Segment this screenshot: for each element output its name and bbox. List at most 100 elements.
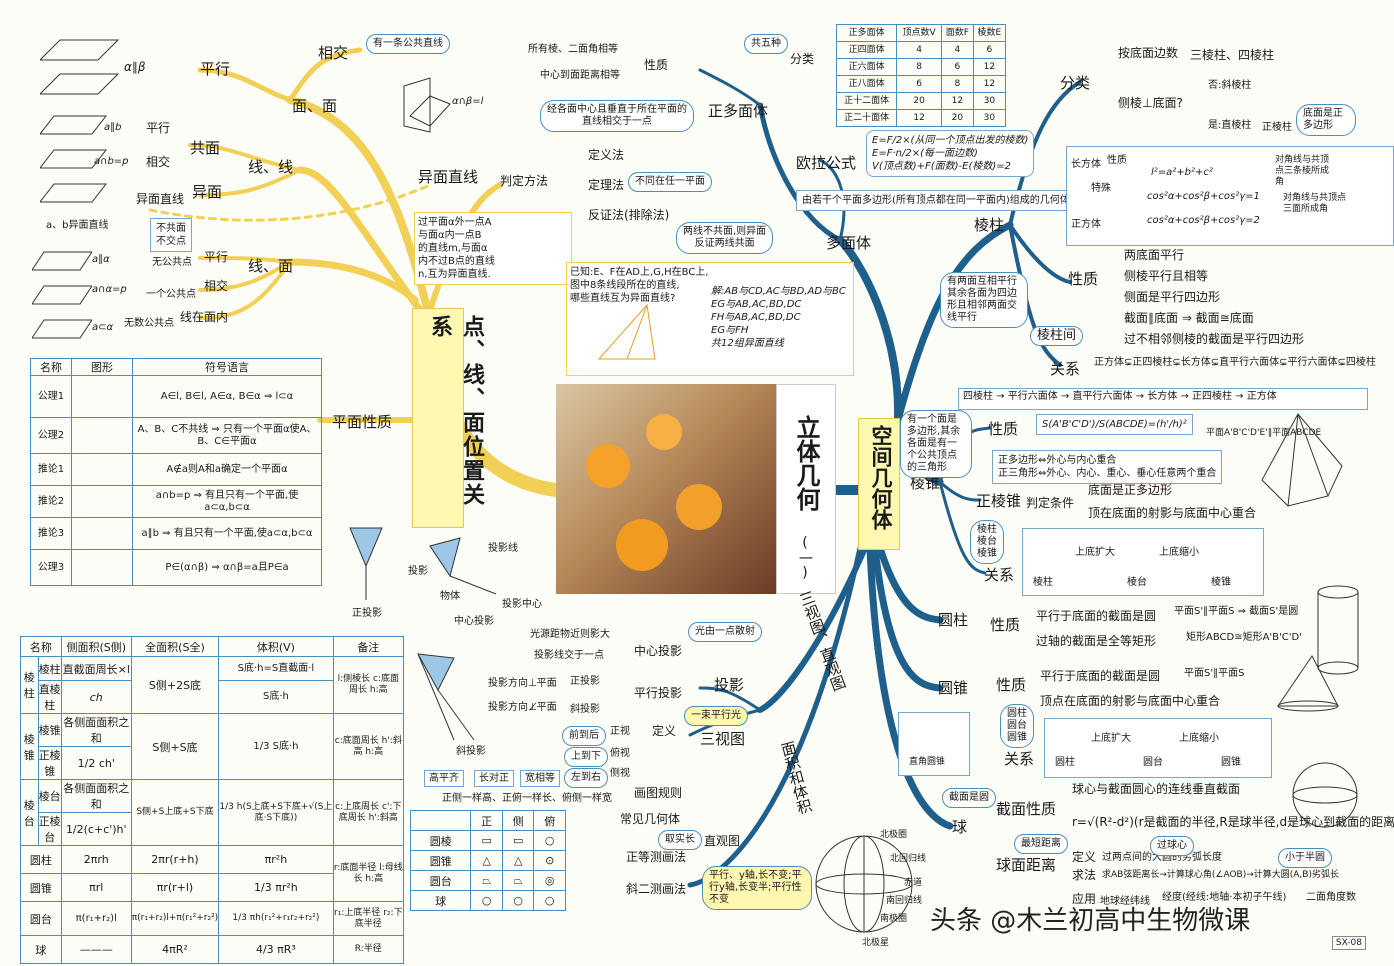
center-subtitle: (一)	[797, 535, 813, 581]
line-plane-figures	[32, 251, 92, 339]
less-half: 小于半圆	[1278, 848, 1332, 868]
plane-plane-label: 面、面	[292, 97, 338, 115]
parallel-p1: 投影方向⊥平面	[488, 678, 557, 689]
central-c2: 投影线交于一点	[534, 650, 604, 661]
watermark: 头条 @木兰初高中生物微课	[930, 906, 1251, 936]
sphere-def: 定义	[1072, 850, 1097, 864]
judge-method: 判定方法	[500, 174, 549, 188]
lp-intersect: 相交	[204, 279, 229, 293]
rule-tag-3: 宽相等	[520, 770, 560, 787]
cylinder-label: 圆柱	[938, 611, 969, 629]
plane-parallel-label: 平行	[200, 60, 231, 78]
sphere-method: 求法	[1072, 868, 1097, 882]
prism-label: 棱柱	[974, 216, 1005, 234]
intersect-label: 相交	[318, 44, 349, 62]
prism-prop-4: 截面∥底面 ⇒ 截面≅底面	[1124, 311, 1254, 325]
page-tag: SX-08	[1331, 936, 1366, 950]
sphere-distance: 球面距离	[996, 856, 1057, 874]
proj-pic-oblique: 斜投影	[456, 746, 486, 757]
proj-pic-line: 投影线	[488, 543, 518, 554]
judge-contra: 反证法(排除法)	[588, 208, 670, 222]
sphere-app2: 经度(经线:地轴·本初子午线)	[1162, 892, 1287, 903]
shortest-dist: 最短距离	[1014, 834, 1068, 854]
pyramid-property: 性质	[988, 420, 1019, 438]
cone-p2: 顶点在底面的射影与底面中心重合	[1040, 694, 1221, 708]
judge-def: 定义法	[588, 148, 625, 162]
sphere-label: 球	[952, 818, 968, 836]
regular-p1: 所有棱、二面角相等	[528, 44, 618, 55]
regular-p3: 经各面中心且垂直于所在平面的直线相交于一点	[540, 100, 694, 132]
tv-top: 上到下	[564, 747, 608, 767]
oblique-note: 平行、y轴,长不变;平行y轴,长变半;平行性不变	[702, 866, 812, 910]
lp-in-plane-sym: a⊂α	[92, 322, 114, 333]
sphere-s2: r=√(R²-d²)(r是截面的半径,R是球半径,d是球心到截面的距离)	[1072, 815, 1394, 829]
sphere-figure	[1292, 762, 1358, 828]
plane-props-label: 平面性质	[332, 413, 393, 431]
regular-p2: 中心到面距离相等	[540, 70, 620, 81]
section-is-circle: 截面是圆	[942, 788, 996, 808]
parallel-proj-note: 一束平行光	[684, 706, 748, 726]
rule-tag-1: 高平齐	[424, 770, 464, 787]
sphere-section: 截面性质	[996, 800, 1057, 818]
central-proj-note: 光由一点散射	[688, 622, 762, 642]
plane-parallel-sym: α∥β	[124, 60, 146, 74]
big-circle-note: 过球心	[1150, 836, 1194, 856]
sphere-app: 应用	[1072, 892, 1097, 906]
regular-poly-label: 正多面体	[708, 102, 769, 120]
cone-property: 性质	[996, 676, 1027, 694]
prism-property: 性质	[1068, 270, 1099, 288]
side-question: 侧棱⊥底面?	[1118, 96, 1183, 110]
tv-rules: 画图规则	[634, 786, 683, 800]
by-base-ex: 三棱柱、四棱柱	[1190, 48, 1275, 62]
pyramid-relation: 关系	[984, 566, 1015, 584]
polyhedron-label: 多面体	[826, 234, 872, 252]
prism-classify: 分类	[1060, 74, 1091, 92]
pyramid-j1: 底面是正多边形	[1088, 483, 1173, 497]
cone-relation: 关系	[1004, 750, 1035, 768]
right-prism: 是:直棱柱	[1208, 120, 1252, 131]
projection-label: 投影	[714, 676, 745, 694]
proj-pic-obj: 物体	[440, 591, 460, 602]
parallel-planes-figure	[40, 39, 120, 95]
prism-relation: 关系	[1050, 360, 1081, 378]
central-proj-figure	[429, 537, 497, 595]
left-main-title: 点、线、面位置关系	[412, 308, 484, 528]
tv-top-v: 俯视	[610, 748, 630, 759]
globe-figure	[815, 835, 913, 933]
tv-left-v: 侧视	[610, 768, 630, 779]
common-views-table: 正侧俯 圆棱▭▭○ 圆锥△△⊙ 圆台⏢⏢◎ 球○○○	[409, 810, 566, 911]
cylinder-p1n: 平面S'∥平面S ⇒ 截面S'是圆	[1174, 606, 1299, 617]
central-proj-label: 中心投影	[634, 644, 683, 658]
skew-caption: a、b异面直线	[46, 220, 109, 231]
pyramid-r-box: 正多边形⇔外心与内心重合 正三角形⇔外心、内心、重心、垂心任意两个重合	[992, 450, 1223, 484]
sphere-def-t: 过两点间的大圆的劣弧长度	[1102, 852, 1222, 863]
by-base: 按底面边数	[1118, 46, 1179, 60]
cylinder-p1: 平行于底面的截面是圆	[1036, 609, 1157, 623]
globe-label-4: 南回归线	[886, 896, 923, 906]
oblique-prism: 否:斜棱柱	[1208, 80, 1252, 91]
globe-label-2: 北回归线	[890, 854, 927, 864]
central-c1: 光源距物近则影大	[530, 629, 610, 640]
skew-label: 异面	[192, 183, 223, 201]
ll-parallel: 平行	[146, 121, 171, 135]
sphere-s1: 球心与截面圆心的连线垂直截面	[1072, 782, 1241, 796]
skew-line-label: 异面直线	[136, 192, 185, 206]
lp-parallel-sym: a∥α	[92, 254, 110, 265]
line-plane-label: 线、面	[248, 257, 294, 275]
tv-front: 前到后	[562, 726, 606, 746]
cylinder-p2n: 矩形ABCD≅矩形A'B'C'D'	[1186, 632, 1302, 643]
title-panel: 立体几何 (一)	[776, 384, 836, 594]
judge-theorem-note: 不同在任一平面	[628, 172, 712, 192]
prism-prop-1: 两底面平行	[1124, 248, 1185, 262]
lp-intersect-sym: a∩α=p	[92, 284, 127, 295]
coplanar-label: 共面	[190, 139, 221, 157]
prism-prop-3: 侧面是平行四边形	[1124, 290, 1221, 304]
pyramid-figure	[1261, 413, 1343, 507]
intersect-note: 有一条公共直线	[366, 34, 450, 54]
tv-left: 左到右	[564, 768, 608, 788]
regular-property: 性质	[644, 58, 669, 72]
rule-tag-2: 长对正	[474, 770, 514, 787]
regular-classify: 分类	[790, 52, 815, 66]
cone-rel-items: 圆柱 圆台 圆锥	[1000, 704, 1034, 748]
